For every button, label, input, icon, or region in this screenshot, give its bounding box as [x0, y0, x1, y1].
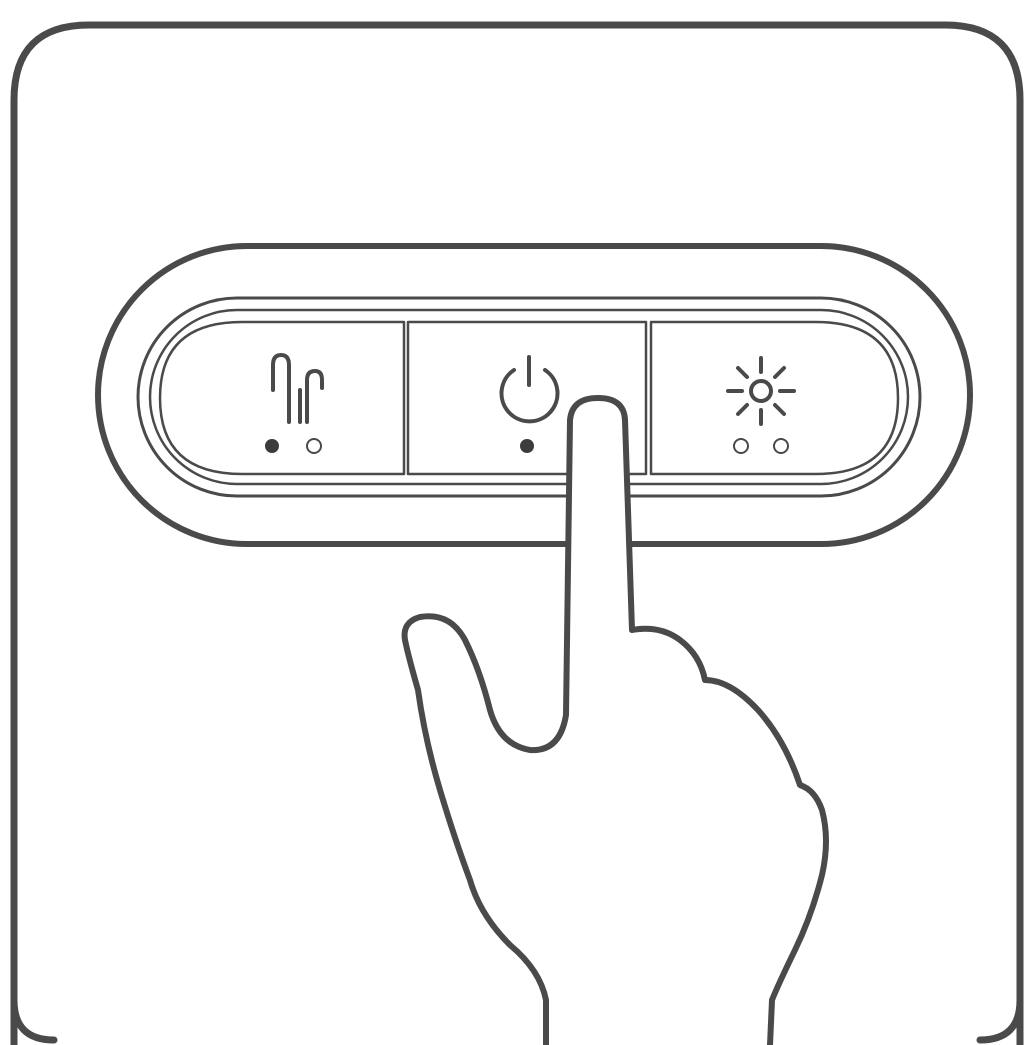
- light-button[interactable]: [651, 322, 898, 474]
- mist-indicator-2-off: [307, 439, 321, 453]
- button-strip-inner-outline: [150, 310, 908, 484]
- light-indicator-1-off: [734, 439, 748, 453]
- power-icon: [502, 357, 558, 421]
- light-icon: [728, 358, 794, 424]
- mist-button[interactable]: [160, 322, 404, 474]
- control-panel: [98, 246, 970, 544]
- light-indicator-2-off: [774, 439, 788, 453]
- power-indicator-on: [520, 439, 534, 453]
- mist-icon: [273, 355, 322, 422]
- mist-indicator-1-on: [265, 439, 279, 453]
- button-strip-outline: [138, 298, 920, 496]
